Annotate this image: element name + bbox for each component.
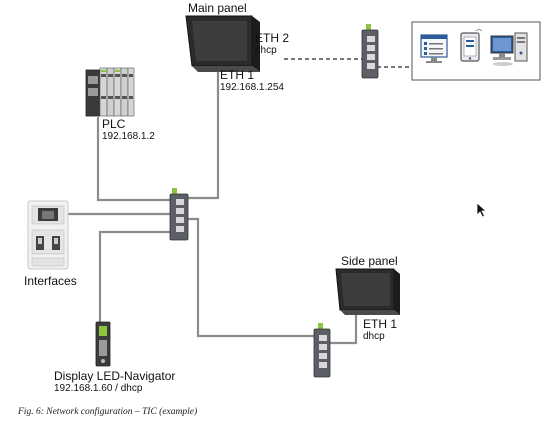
main-panel-eth2-mode: dhcp	[255, 45, 277, 56]
side-panel-label: Side panel	[341, 254, 398, 268]
ethernet-port-icon	[38, 208, 58, 221]
cable-switch-to-display	[98, 230, 172, 325]
usb-port-icon	[36, 236, 44, 250]
network-switch-icon	[313, 323, 331, 378]
clients-box	[411, 21, 541, 81]
main-panel-device	[185, 15, 260, 72]
side-panel-eth1-label: ETH 1	[363, 317, 398, 331]
side-panel-device	[335, 268, 400, 315]
cable-switch-to-side-switch	[188, 217, 314, 338]
cable-side-panel-to-switch	[330, 308, 358, 345]
interfaces-label: Interfaces	[24, 274, 77, 288]
main-panel-label: Main panel	[188, 1, 247, 15]
form-window-icon	[420, 34, 448, 63]
cable-plc-to-switch	[96, 117, 170, 202]
network-cables	[66, 68, 358, 345]
network-switch-icon	[361, 24, 379, 79]
main-panel-eth1-label: ETH 1	[220, 68, 255, 82]
display-ip: 192.168.1.60 / dhcp	[54, 383, 143, 394]
main-panel-eth1-ip: 192.168.1.254	[220, 82, 284, 93]
plc-ip: 192.168.1.2	[102, 131, 155, 142]
central-switch-device	[169, 188, 189, 241]
plc-label: PLC	[102, 117, 126, 131]
main-panel-eth2-label: ETH 2	[255, 31, 290, 45]
side-panel-eth1-mode: dhcp	[363, 331, 385, 342]
interfaces-device	[27, 200, 69, 270]
tablet-icon	[460, 29, 483, 62]
display-label: Display LED-Navigator	[54, 369, 176, 383]
cable-main-panel-to-switch	[188, 68, 220, 200]
figure-caption: Fig. 6: Network configuration – TIC (exa…	[18, 407, 198, 417]
usb-port-icon	[52, 236, 60, 250]
top-switch-device	[361, 24, 379, 79]
network-switch-icon	[169, 188, 189, 241]
bottom-switch-device	[313, 323, 331, 378]
plc-module-icon	[85, 67, 135, 117]
plc-device	[85, 67, 135, 117]
led-navigator-icon	[95, 321, 111, 367]
mouse-pointer-icon	[476, 202, 488, 223]
desktop-pc-icon	[490, 32, 528, 66]
display-led-navigator-device	[95, 321, 111, 367]
